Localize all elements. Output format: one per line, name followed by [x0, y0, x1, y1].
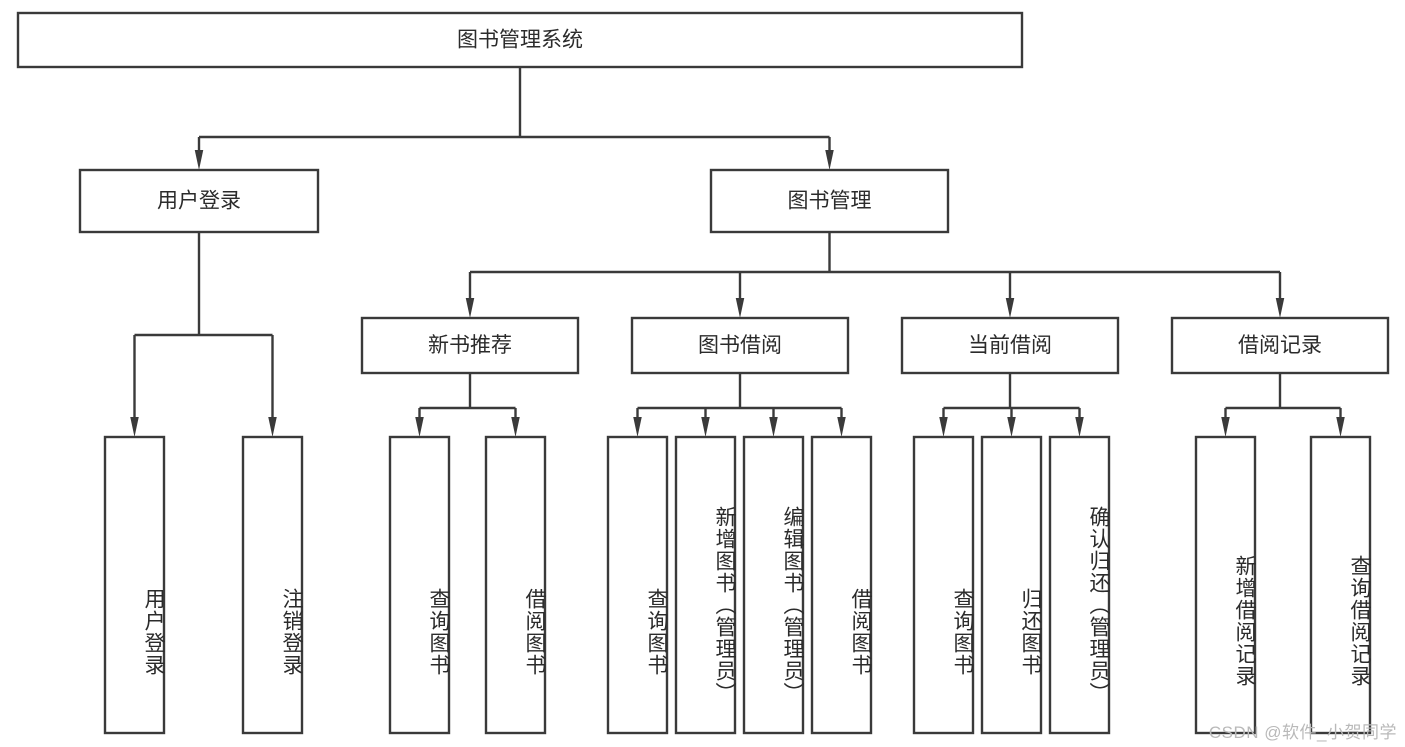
node-label-borrow-record: 借阅记录	[1238, 334, 1322, 357]
node-label-user-login: 用户登录	[157, 190, 241, 213]
arrow-head-icon	[268, 417, 277, 437]
node-box-book-borrow[interactable]	[630, 316, 850, 375]
node-box-leaf-return-book[interactable]	[980, 435, 1043, 735]
node-box-new-book-recommend[interactable]	[360, 316, 580, 375]
node-box-leaf-query-book-new[interactable]	[388, 435, 451, 735]
arrow-head-icon	[633, 417, 642, 437]
node-box-leaf-query-book-b[interactable]	[606, 435, 669, 735]
node-box-leaf-borrow-book-new[interactable]	[484, 435, 547, 735]
node-box-user-login[interactable]	[78, 168, 320, 234]
arrow-head-icon	[701, 417, 710, 437]
arrow-head-icon	[1007, 417, 1016, 437]
arrow-head-icon	[837, 417, 846, 437]
arrow-head-icon	[1336, 417, 1345, 437]
node-box-leaf-query-book-c[interactable]	[912, 435, 975, 735]
node-box-leaf-add-record[interactable]	[1194, 435, 1257, 735]
arrow-head-icon	[1005, 298, 1015, 318]
arrow-head-icon	[511, 417, 520, 437]
arrow-head-icon	[735, 298, 745, 318]
node-label-book-borrow: 图书借阅	[698, 334, 782, 357]
node-box-leaf-logout[interactable]	[241, 435, 304, 735]
node-label-root: 图书管理系统	[457, 29, 583, 52]
node-box-leaf-add-book[interactable]	[674, 435, 737, 735]
node-label-book-manage: 图书管理	[788, 190, 872, 213]
arrow-head-icon	[194, 150, 204, 170]
arrow-head-icon	[1275, 298, 1285, 318]
arrow-head-icon	[825, 150, 834, 170]
arrow-head-icon	[1075, 417, 1084, 437]
node-box-book-manage[interactable]	[709, 168, 950, 234]
arrow-head-icon	[415, 417, 424, 437]
node-box-leaf-confirm-return[interactable]	[1048, 435, 1111, 735]
arrow-head-icon	[769, 417, 778, 437]
connector-layer	[130, 67, 1345, 437]
csdn-watermark: CSDN @软件_小贺同学	[1208, 723, 1397, 742]
node-label-current-borrow: 当前借阅	[968, 334, 1052, 357]
node-box-root[interactable]	[16, 11, 1024, 69]
node-box-layer	[16, 11, 1390, 735]
arrow-head-icon	[1221, 417, 1230, 437]
arrow-head-icon	[939, 417, 948, 437]
node-label-new-book-recommend: 新书推荐	[428, 334, 512, 357]
node-box-leaf-edit-book[interactable]	[742, 435, 805, 735]
node-box-borrow-record[interactable]	[1170, 316, 1390, 375]
node-box-current-borrow[interactable]	[900, 316, 1120, 375]
arrow-head-icon	[130, 417, 139, 437]
arrow-head-icon	[465, 298, 475, 318]
node-box-leaf-query-record[interactable]	[1309, 435, 1372, 735]
node-box-leaf-borrow-book-b[interactable]	[810, 435, 873, 735]
node-box-leaf-user-login[interactable]	[103, 435, 166, 735]
